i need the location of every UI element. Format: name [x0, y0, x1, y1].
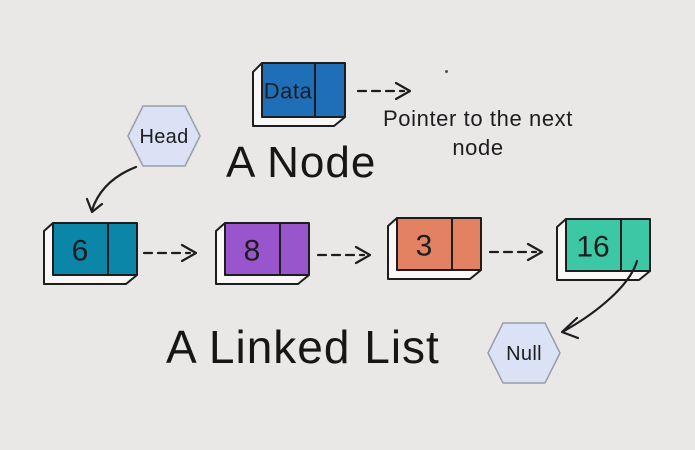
node-body: [396, 217, 482, 271]
list-node: 16: [553, 216, 653, 289]
arrow-head: [560, 316, 580, 340]
list-node: 6: [40, 220, 140, 293]
node-value: 6: [72, 235, 89, 268]
head-hexagon-shape: Head: [127, 105, 201, 167]
demo-node-shape: Data: [252, 62, 346, 127]
null-arrow-icon: [560, 259, 639, 340]
arrow-head: [526, 242, 544, 262]
demo-node: Data: [248, 60, 348, 135]
node-body: [224, 222, 310, 276]
arrow-curve: [562, 259, 639, 333]
node-value: 3: [416, 230, 433, 263]
node-value: 8: [244, 235, 261, 268]
node-body: [261, 62, 346, 118]
hexagon: [127, 105, 201, 167]
ink-dot: [445, 70, 448, 73]
arrow-head: [354, 245, 372, 265]
node-title: A Node: [226, 138, 377, 187]
pointer-caption-line2: node: [452, 135, 504, 160]
node-body: [52, 222, 138, 276]
list-node-shape: 6: [43, 222, 138, 285]
null-label: Null: [506, 343, 542, 365]
pointer-arrow-icon: [356, 81, 412, 101]
arrow-head: [394, 81, 412, 101]
hexagon: [487, 322, 561, 384]
node-data-label: Data: [264, 79, 313, 104]
list-node-shape: 3: [387, 217, 482, 280]
arrow-curve: [90, 165, 138, 212]
next-arrow-icon: [488, 242, 544, 262]
next-arrow-icon: [142, 243, 198, 263]
null-hexagon-shape: Null: [487, 322, 561, 384]
head-hexagon: Head: [126, 102, 202, 175]
list-node-shape: 8: [215, 222, 310, 285]
list-node-shape: 16: [556, 218, 651, 281]
list-node: 3: [384, 215, 484, 288]
head-arrow-icon: [85, 165, 138, 214]
next-arrow-icon: [316, 245, 372, 265]
pointer-caption: Pointer to the next node: [358, 104, 598, 162]
pointer-caption-line1: Pointer to the next: [383, 106, 573, 131]
head-label: Head: [139, 126, 188, 148]
null-hexagon: Null: [486, 319, 562, 392]
arrow-head: [180, 243, 198, 263]
list-title: A Linked List: [166, 321, 440, 373]
node-value: 16: [576, 231, 609, 264]
list-node: 8: [212, 220, 312, 293]
arrow-head: [85, 197, 104, 214]
